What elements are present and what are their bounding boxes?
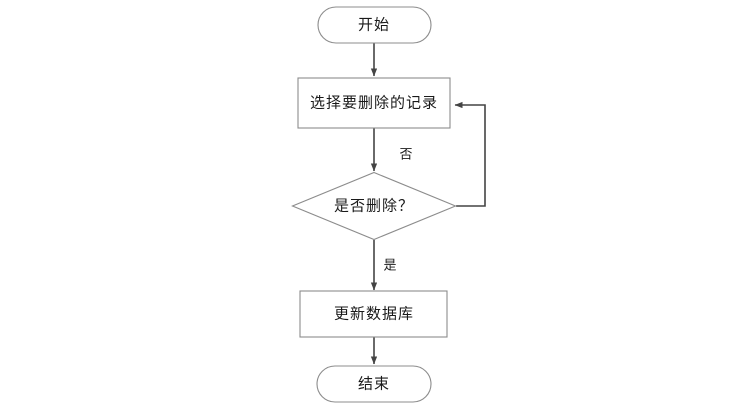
node-end-shape[interactable] — [316, 365, 432, 403]
node-start-shape[interactable] — [317, 6, 432, 44]
node-select-record-shape[interactable] — [297, 77, 451, 129]
connector-group — [370, 43, 486, 365]
edge-decision-no-loop — [454, 101, 486, 207]
node-update-database-shape[interactable] — [299, 290, 448, 338]
node-confirm-delete-shape[interactable] — [291, 171, 457, 241]
node-group — [291, 6, 457, 403]
